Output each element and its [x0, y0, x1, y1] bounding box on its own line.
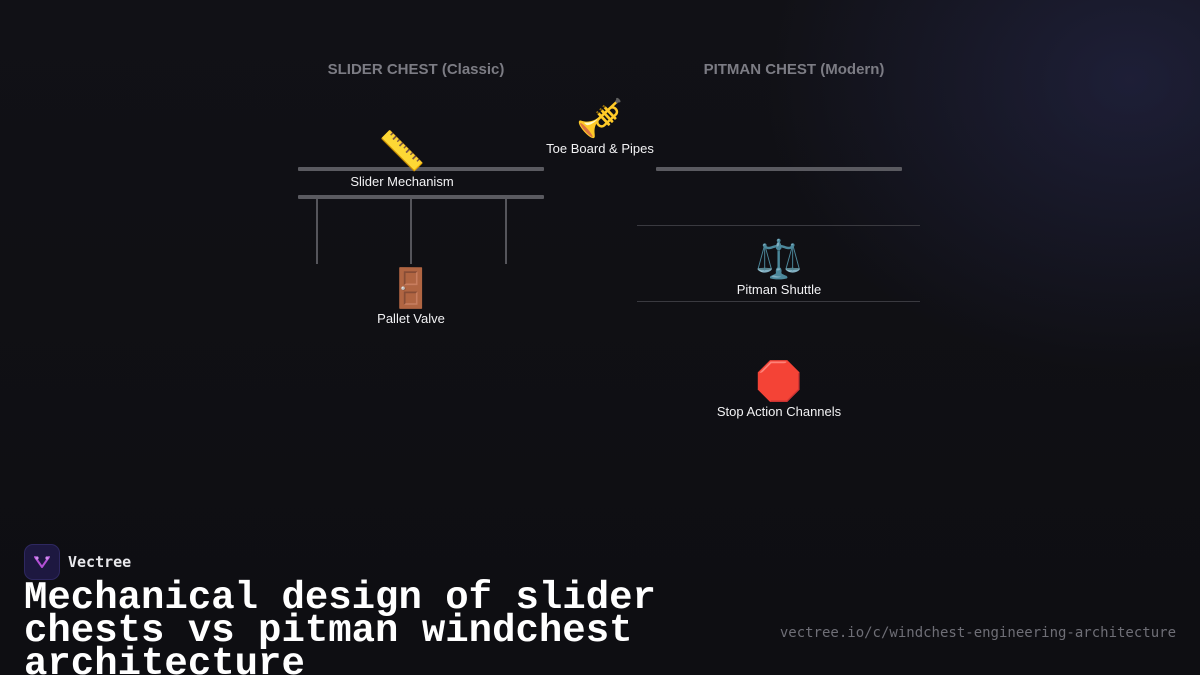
pallet-valve-label: Pallet Valve	[377, 311, 445, 326]
ruler-icon: 📏	[378, 131, 426, 173]
balance-scale-icon: ⚖️	[755, 239, 803, 281]
source-url[interactable]: vectree.io/c/windchest-engineering-archi…	[779, 625, 1176, 641]
pallet-valve-node: 🚪 Pallet Valve	[377, 267, 445, 326]
pitman-shuttle-node: ⚖️ Pitman Shuttle	[737, 238, 822, 297]
slider-chest-heading: SLIDER CHEST (Classic)	[327, 61, 505, 78]
brand-name: Vectree	[68, 553, 132, 571]
slider-bottom-board	[298, 195, 544, 199]
pitman-top-board	[656, 167, 902, 171]
slider-top-board	[298, 167, 544, 171]
slider-mechanism-node: 📏 Slider Mechanism	[350, 130, 453, 189]
toe-board-label: Toe Board & Pipes	[546, 141, 654, 156]
brand: Vectree	[24, 544, 131, 580]
pitman-chest-heading: PITMAN CHEST (Modern)	[703, 61, 885, 78]
pitman-shuttle-label: Pitman Shuttle	[736, 282, 822, 297]
stop-action-node: 🛑 Stop Action Channels	[717, 360, 841, 419]
slider-channel-line	[316, 199, 318, 264]
toe-board-node: 🎺 Toe Board & Pipes	[546, 97, 654, 156]
slider-mechanism-label: Slider Mechanism	[350, 174, 454, 189]
stop-sign-icon: 🛑	[755, 361, 803, 403]
slider-channel-line	[505, 199, 507, 264]
stop-action-label: Stop Action Channels	[716, 404, 842, 419]
door-icon: 🚪	[387, 268, 435, 310]
slider-channel-line	[410, 199, 412, 264]
pitman-lower-divider	[637, 301, 920, 302]
vectree-logo-icon	[24, 544, 60, 580]
trumpet-icon: 🎺	[576, 98, 624, 140]
page-title: Mechanical design of slider chests vs pi…	[24, 576, 656, 675]
pitman-upper-divider	[637, 225, 920, 226]
